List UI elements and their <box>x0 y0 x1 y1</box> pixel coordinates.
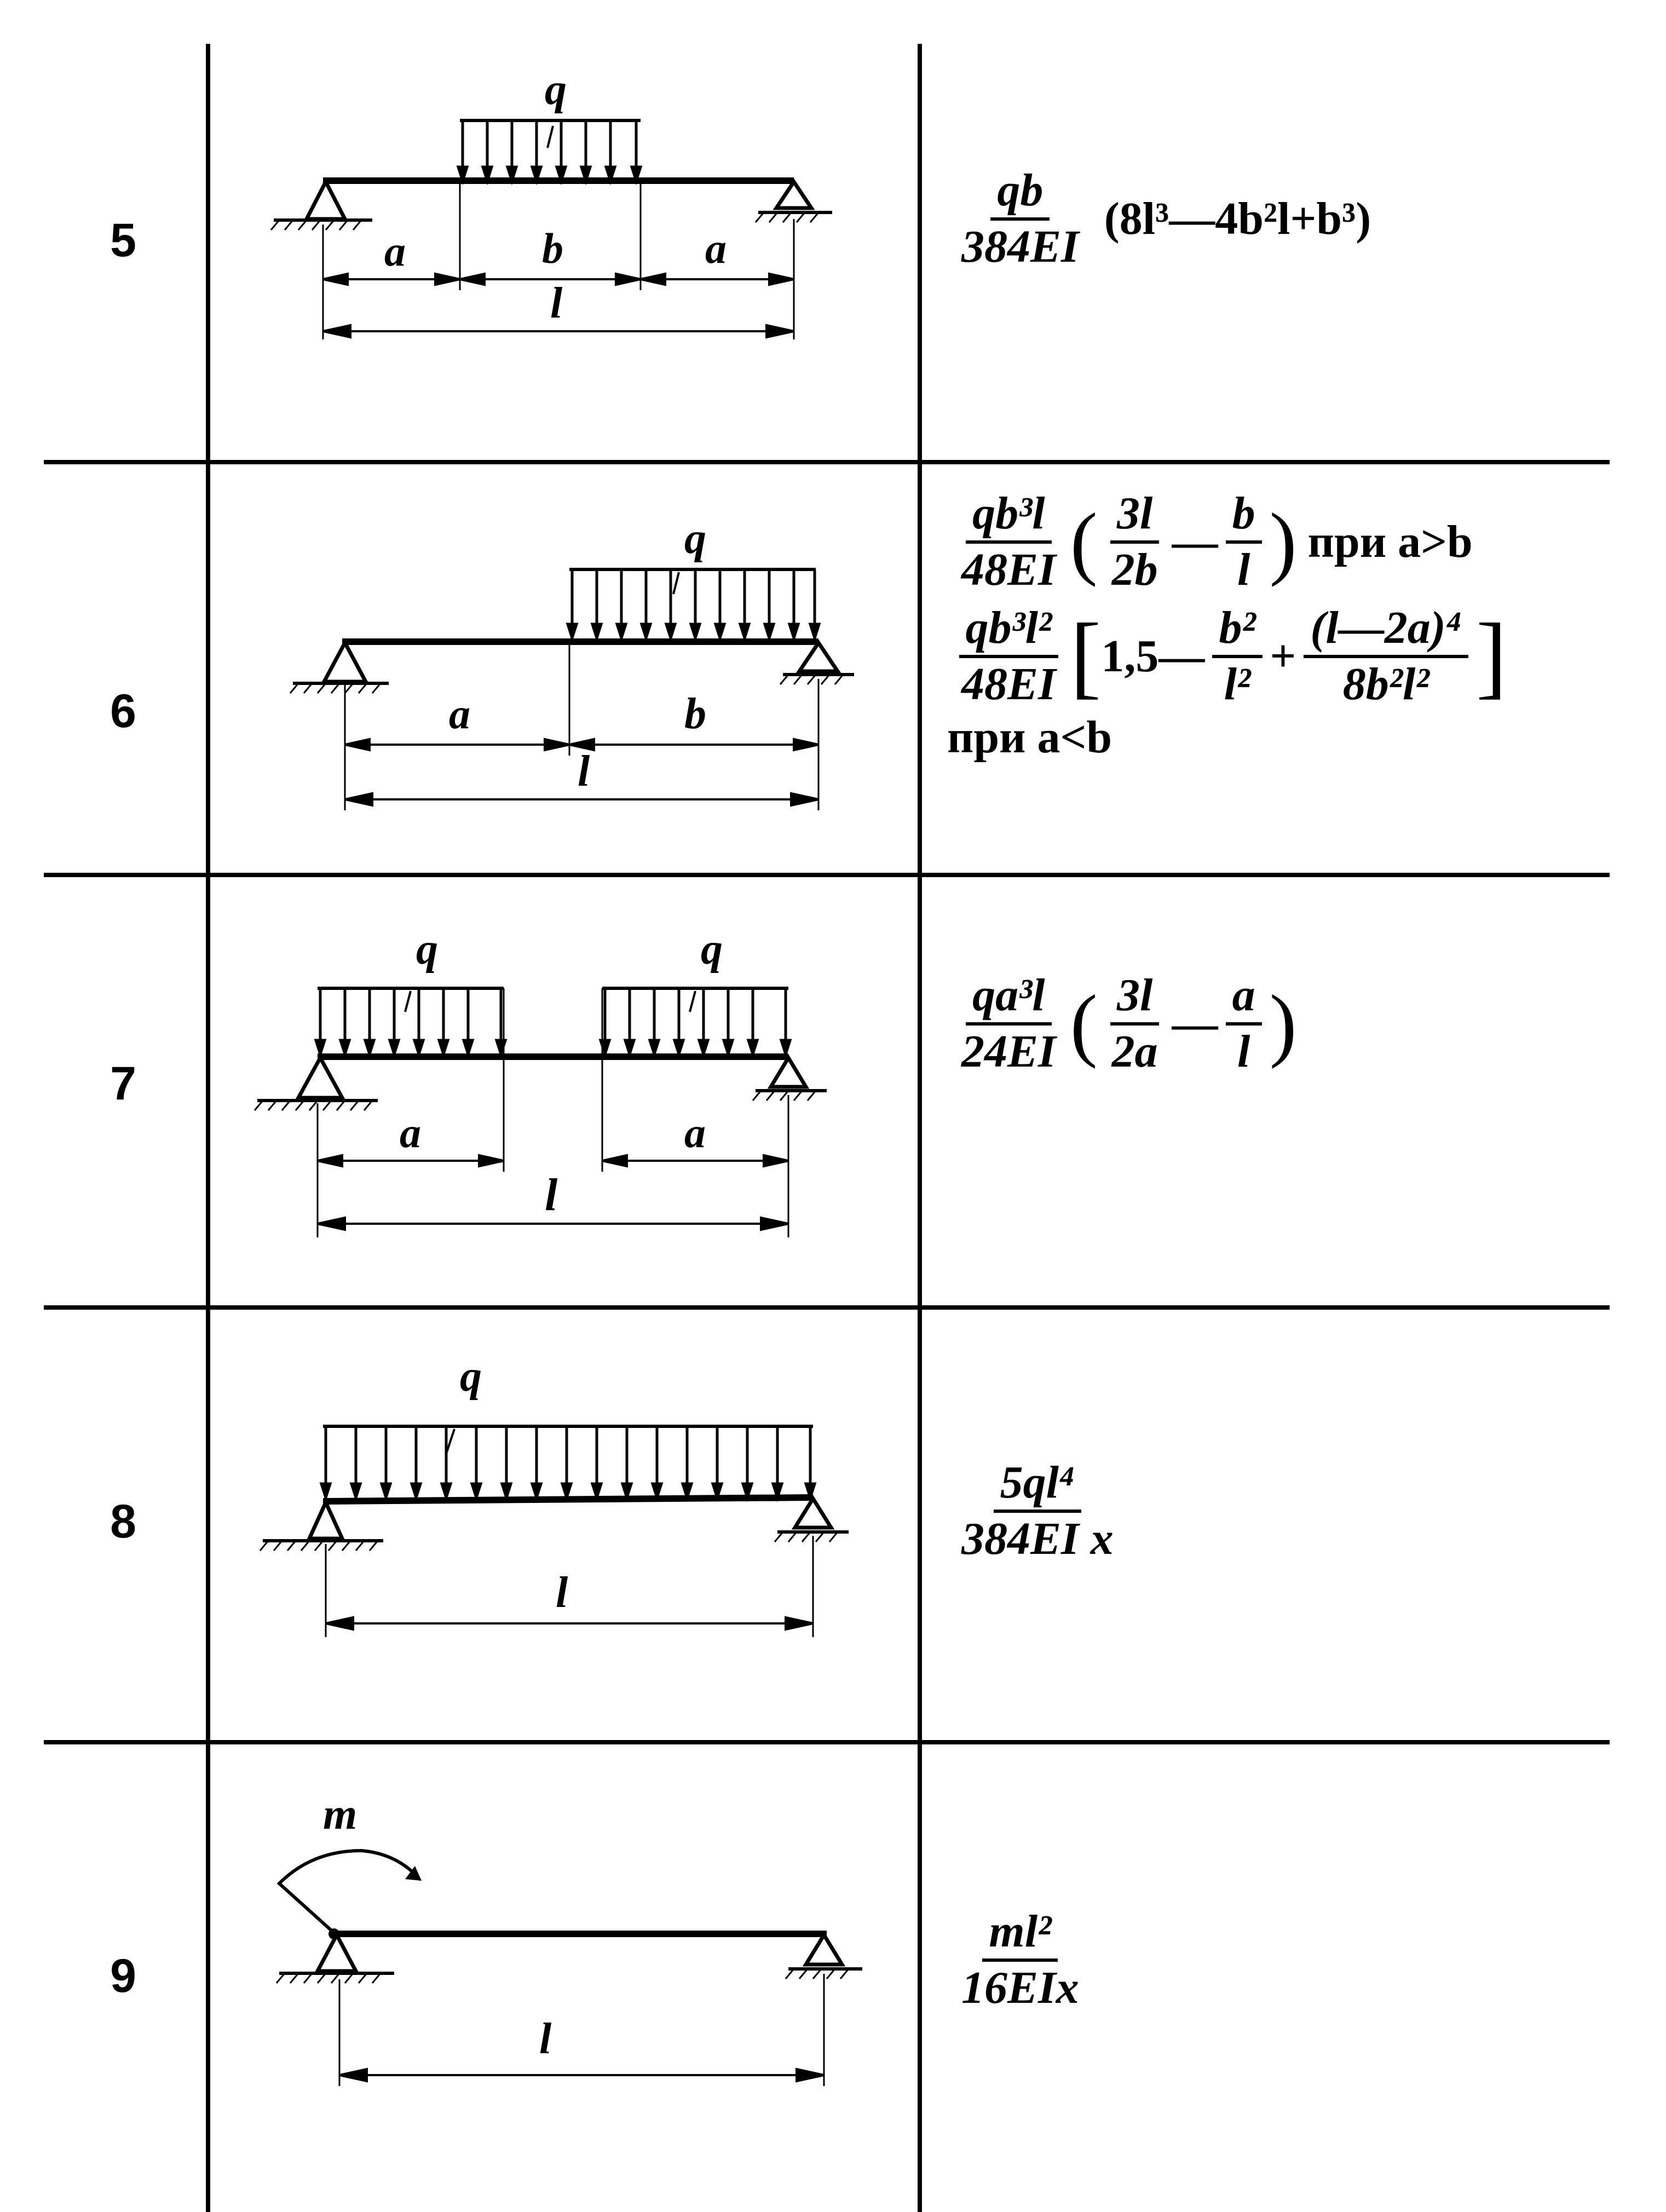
fraction-denominator: 384EI <box>961 221 1079 272</box>
beam-diagram-7: q q a a l <box>253 925 827 1237</box>
column-separator-left <box>206 44 210 2212</box>
row-number: 5 <box>110 214 136 267</box>
dim-left-label: a <box>400 1109 421 1156</box>
beam-diagram-9: m l <box>275 1790 862 2086</box>
row-number: 9 <box>110 1950 136 2002</box>
fraction-denominator: 48EI <box>961 544 1056 595</box>
row-separator <box>44 1305 1610 1310</box>
fraction-numerator: 3l <box>1110 487 1160 544</box>
dim-left-label: a <box>384 227 406 275</box>
load-left-label: q <box>416 925 438 973</box>
dim-right-label: a <box>705 224 727 272</box>
fraction-numerator: b² <box>1212 602 1263 658</box>
open-paren: ( <box>1070 496 1098 587</box>
fraction-numerator: b <box>1225 487 1262 544</box>
condition-label: при a>b <box>1307 516 1473 568</box>
close-paren: ) <box>1269 496 1297 587</box>
fraction-numerator: 3l <box>1110 969 1160 1026</box>
load-label: q <box>684 515 706 563</box>
dim-right-label: a <box>684 1109 706 1156</box>
row-separator <box>44 1740 1610 1744</box>
minus-sign: — <box>1172 516 1218 568</box>
column-separator-right <box>918 44 922 2212</box>
beam-diagram-5: q a b a l <box>270 66 832 339</box>
row-separator <box>44 460 1610 464</box>
row-number: 8 <box>110 1495 136 1548</box>
fraction-denominator: 2a <box>1111 1026 1158 1077</box>
row-number: 7 <box>110 1057 136 1110</box>
dim-total-label: l <box>545 1170 558 1220</box>
fraction-numerator: a <box>1225 969 1262 1026</box>
fraction-denominator: l <box>1237 1026 1250 1077</box>
fraction-denominator: l² <box>1224 658 1251 710</box>
fraction-denominator: 2b <box>1111 544 1158 595</box>
open-paren: ( <box>1070 978 1098 1069</box>
fraction-denominator: 24EI <box>961 1026 1056 1077</box>
dim-total-label: l <box>539 2015 552 2063</box>
formula-expression: (8l³—4b²l+b³) <box>1104 193 1371 245</box>
plus-sign: + <box>1270 631 1296 682</box>
fraction-denominator: 8b²l² <box>1342 658 1429 710</box>
fraction-denominator: l <box>1237 544 1250 595</box>
fraction-numerator: qb <box>990 164 1050 221</box>
load-right-label: q <box>701 925 723 973</box>
fraction-numerator: (l—2a)⁴ <box>1304 602 1468 658</box>
open-bracket: [ <box>1070 604 1102 708</box>
dim-mid-label: b <box>542 224 563 272</box>
dim-total-label: l <box>556 1569 568 1617</box>
row-separator <box>44 873 1610 877</box>
load-label: q <box>545 66 567 114</box>
close-bracket: ] <box>1475 604 1507 708</box>
minus-sign: — <box>1172 998 1218 1050</box>
fraction-denominator: 16EIx <box>961 1962 1079 2013</box>
fraction-numerator: ml² <box>982 1905 1058 1962</box>
row-number: 6 <box>110 685 136 738</box>
beam-diagram-6: q a b l <box>289 515 854 810</box>
moment-label: m <box>323 1790 357 1839</box>
fraction-numerator: qb³l² <box>959 602 1059 658</box>
condition-label: при a<b <box>947 712 1112 763</box>
fraction-numerator: qb³l <box>966 487 1052 544</box>
beam-diagram-8: q l <box>259 1352 849 1637</box>
dim-total-label: l <box>550 279 563 327</box>
dim-left-label: a <box>449 690 470 738</box>
fraction-numerator: 5ql⁴ <box>993 1456 1082 1513</box>
dim-total-label: l <box>578 747 590 796</box>
dim-right-label: b <box>684 690 706 738</box>
close-paren: ) <box>1269 978 1297 1069</box>
fraction-denominator: 384EI x <box>961 1513 1114 1564</box>
fraction-numerator: qa³l <box>966 969 1052 1026</box>
fraction-denominator: 48EI <box>961 658 1056 710</box>
constant-term: 1,5— <box>1101 631 1205 682</box>
load-label: q <box>460 1352 482 1401</box>
